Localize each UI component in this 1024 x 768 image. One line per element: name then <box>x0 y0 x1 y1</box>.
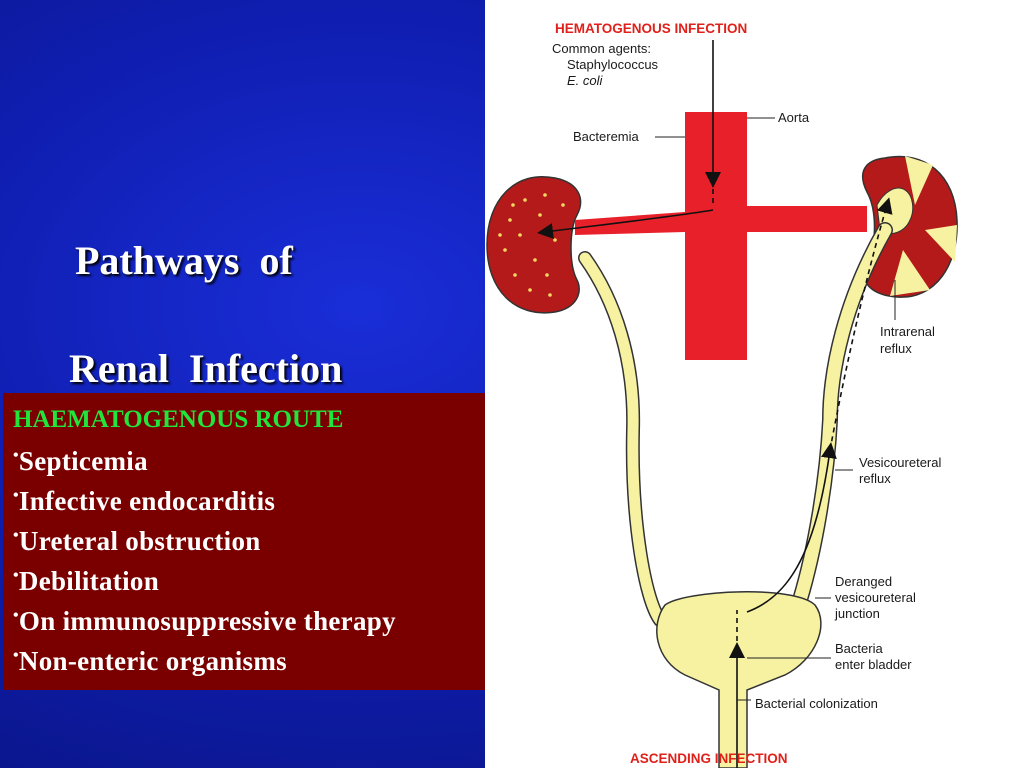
route-item: •On immunosuppressive therapy <box>13 606 396 636</box>
bullet-icon: • <box>13 487 19 504</box>
right-kidney <box>862 155 958 298</box>
ascending-label: ASCENDING INFECTION <box>630 751 788 766</box>
bullet-icon: • <box>13 607 19 624</box>
route-list: •Septicemia •Infective endocarditis •Ure… <box>13 441 507 681</box>
leader-lines <box>655 117 896 701</box>
bacteria-label-2: enter bladder <box>835 657 912 672</box>
bullet-icon: • <box>13 567 19 584</box>
intrarenal-label-2: reflux <box>880 341 912 356</box>
vesicoureteral-label-2: reflux <box>859 471 891 486</box>
pathway-diagram: HEMATOGENOUS INFECTION Common agents: St… <box>486 21 958 768</box>
bacteria-label-1: Bacteria <box>835 641 883 656</box>
title-line-1: Pathways of <box>75 238 293 283</box>
route-item: •Septicemia <box>13 446 148 476</box>
deranged-label-1: Deranged <box>835 574 892 589</box>
bacteremia-label: Bacteremia <box>573 129 640 144</box>
bladder <box>656 591 822 768</box>
intrarenal-label-1: Intrarenal <box>880 324 935 339</box>
infection-arrows <box>537 40 893 768</box>
deranged-label-2: vesicoureteral <box>835 590 916 605</box>
route-heading: HAEMATOGENOUS ROUTE <box>13 406 344 433</box>
deranged-label-3: junction <box>834 606 880 621</box>
haematogenous-route-box: HAEMATOGENOUS ROUTE •Septicemia •Infecti… <box>3 393 517 690</box>
renal-infection-figure: HEMATOGENOUS INFECTION Common agents: St… <box>485 0 1024 768</box>
bullet-icon: • <box>13 527 19 544</box>
route-item: •Infective endocarditis <box>13 486 276 516</box>
agent-ecoli-label: E. coli <box>567 73 604 88</box>
title-line-2: Renal Infection <box>69 346 343 391</box>
left-kidney <box>486 176 582 314</box>
ureters <box>578 222 893 627</box>
colonization-label: Bacterial colonization <box>755 696 878 711</box>
aorta-label: Aorta <box>778 110 810 125</box>
agents-label: Common agents: <box>552 41 651 56</box>
route-item: •Non-enteric organisms <box>13 646 287 676</box>
slide-title: Pathways of Renal Infection <box>55 180 342 450</box>
aorta-vessels <box>575 112 867 360</box>
route-item: •Debilitation <box>13 566 160 596</box>
bullet-icon: • <box>13 447 19 464</box>
bullet-icon: • <box>13 647 19 664</box>
route-item: •Ureteral obstruction <box>13 526 261 556</box>
agent-staph-label: Staphylococcus <box>567 57 659 72</box>
hematogenous-label: HEMATOGENOUS INFECTION <box>555 21 747 36</box>
vesicoureteral-label-1: Vesicoureteral <box>859 455 941 470</box>
